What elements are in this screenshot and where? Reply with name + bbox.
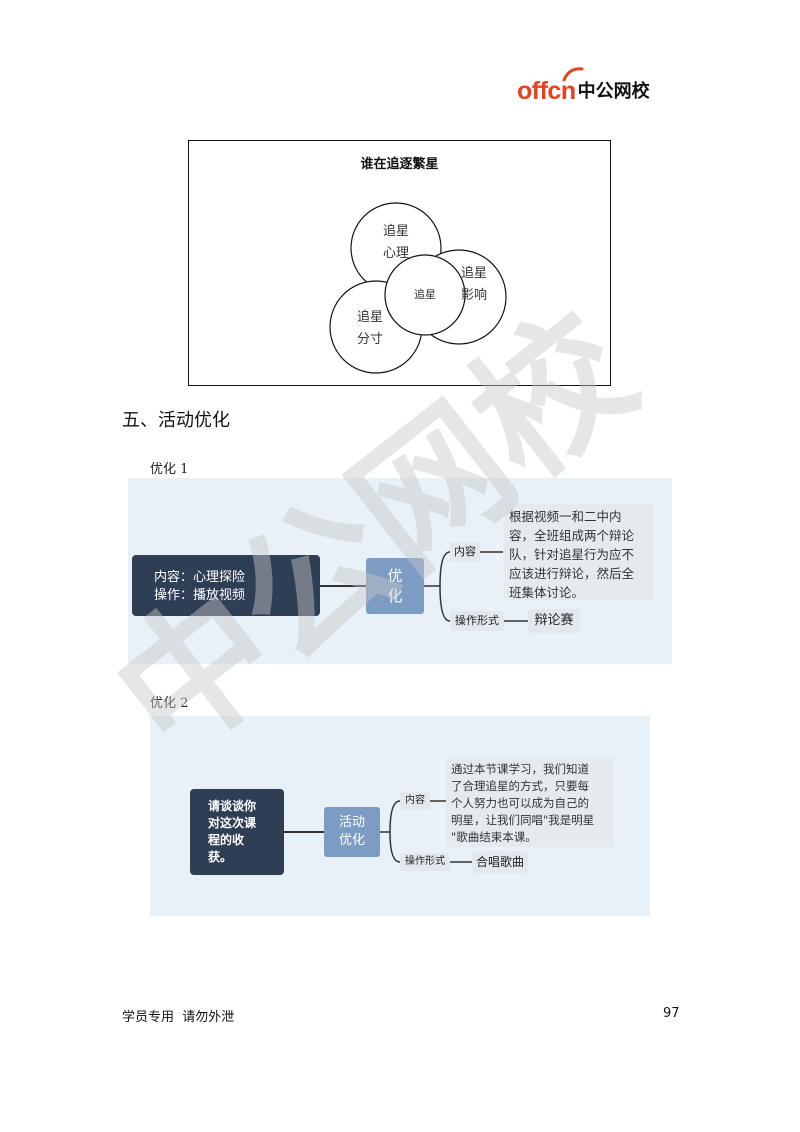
opt1-mindmap-panel: 内容：心理探险 操作：播放视频 优 化 内容 根据视频一和二中内 容，全班组成两…: [128, 478, 672, 664]
opt2-branch-content-text: 通过本节课学习，我们知道 了合理追星的方式，只要每 个人努力也可以成为自己的 明…: [446, 757, 614, 847]
opt2-root-node: 请谈谈你 对这次课 程的收 获。: [190, 789, 284, 875]
venn-circle-center: [384, 254, 466, 336]
venn-label-center: 追星: [414, 288, 436, 301]
logo-cn-text: 中公网校: [577, 81, 650, 102]
opt2-branch-form-text: 合唱歌曲: [472, 851, 528, 873]
venn-diagram-box: 谁在追逐繁星 追星 心理 追星 影响 追星 分寸 追星: [188, 140, 611, 386]
page-number: 97: [663, 1006, 680, 1021]
logo-swoosh-icon: [562, 67, 584, 82]
offcn-logo: offcn 中公网校: [517, 74, 650, 104]
venn-circles: [329, 202, 507, 374]
opt1-heading: 优化 1: [150, 462, 189, 477]
venn-title: 谁在追逐繁星: [360, 157, 439, 172]
opt2-mindmap-panel: 请谈谈你 对这次课 程的收 获。 活动 优化 内容 通过本节课学习，我们知道 了…: [150, 716, 650, 916]
opt1-branch-content-text: 根据视频一和二中内 容，全班组成两个辩论 队，针对追星行为应不 应该进行辩论，然…: [504, 503, 654, 601]
venn-label-psychology: 追星 心理: [382, 224, 409, 261]
opt1-mid-node: 优 化: [366, 558, 424, 614]
venn-label-measure: 追星 分寸: [356, 310, 383, 347]
venn-label-influence: 追星 影响: [460, 266, 487, 303]
opt1-branch-content-label: 内容: [450, 542, 480, 562]
opt2-branch-content-label: 内容: [400, 792, 430, 810]
opt2-heading: 优化 2: [150, 696, 189, 711]
opt1-branch-form-text: 辩论赛: [528, 609, 580, 633]
opt1-connectors: [320, 551, 528, 622]
opt1-root-node: 内容：心理探险 操作：播放视频: [132, 555, 320, 616]
section-heading: 五、活动优化: [122, 410, 230, 431]
opt2-connectors: [284, 800, 472, 863]
logo-latin-text: offcn: [517, 77, 576, 105]
opt2-mid-node: 活动 优化: [324, 807, 380, 857]
opt1-branch-form-label: 操作形式: [450, 611, 504, 631]
opt2-branch-form-label: 操作形式: [400, 853, 450, 871]
footer-confidential-note: 学员专用 请勿外泄: [122, 1010, 235, 1025]
